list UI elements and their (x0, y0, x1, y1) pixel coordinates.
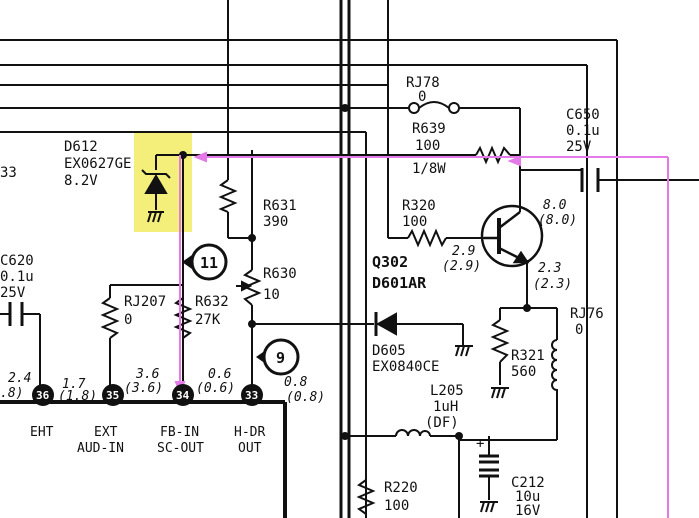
ic-label-aud-in: AUD-IN (77, 441, 124, 456)
rj76-value: 0 (575, 322, 583, 338)
ic-label-eht: EHT (30, 425, 54, 440)
rj207-symbol (100, 297, 120, 339)
pin33-right-voltage: 0.8 (284, 375, 308, 390)
ic-label-h-dr: H-DR (234, 425, 265, 440)
c212-voltage: 16V (515, 503, 541, 518)
r320-ref: R320 (402, 198, 436, 214)
l205-note: (DF) (425, 415, 459, 431)
c620-ref: C620 (0, 253, 34, 269)
r639-symbol (475, 145, 511, 165)
c212-symbol (479, 454, 499, 478)
pin33-voltage: 0.6 (208, 367, 232, 382)
r320-symbol (407, 228, 447, 248)
r220-ref: R220 (384, 480, 418, 496)
l205-ref: L205 (430, 383, 464, 399)
pin-36: 36 (36, 389, 50, 402)
r630-ref: R630 (263, 266, 297, 282)
r632-ref: R632 (195, 294, 229, 310)
pin35-voltage: 1.7 (62, 377, 86, 392)
svg-text:9: 9 (276, 349, 285, 367)
c650-symbol (580, 168, 600, 192)
c212-value: 10u (515, 489, 540, 505)
c212-plus: + (476, 436, 484, 452)
r639-rating: 1/8W (412, 161, 446, 177)
pin33-voltage-alt: (0.6) (196, 381, 235, 396)
c650-ref: C650 (566, 107, 600, 123)
q-base-voltage-alt: (2.9) (442, 259, 481, 274)
c650-voltage: 25V (566, 139, 592, 155)
d605-ref: D605 (372, 343, 406, 359)
c620-symbol (8, 302, 24, 326)
d605-part: EX0840CE (372, 359, 439, 375)
c212-ref: C212 (511, 475, 545, 491)
q-emitter-voltage-alt: (2.3) (533, 277, 572, 292)
q302-ref: Q302 (372, 253, 408, 271)
rj76-ref: RJ76 (570, 306, 604, 322)
partial-label-left: 33 (0, 165, 17, 181)
marker-11: 11 (182, 243, 228, 281)
junction-dots (179, 104, 531, 440)
l205-symbol (395, 429, 431, 437)
pin-33: 33 (245, 389, 258, 402)
r220-symbol (356, 479, 376, 515)
ic-label-sc-out: SC-OUT (157, 441, 204, 456)
pin35-voltage-alt: (1.8) (58, 389, 97, 404)
pin34-voltage: 3.6 (135, 367, 160, 382)
q302-symbol (480, 204, 544, 268)
q-collector-voltage-alt: (8.0) (538, 213, 577, 228)
r631-symbol (218, 179, 238, 213)
pin-35: 35 (106, 389, 119, 402)
r630-value: 10 (263, 287, 280, 303)
pin-34: 34 (176, 389, 190, 402)
c620-value: 0.1u (0, 269, 34, 285)
d612-value: 8.2V (64, 173, 98, 189)
r631-value: 390 (263, 214, 288, 230)
pin36-voltage-alt: .8) (0, 386, 23, 401)
q-emitter-voltage: 2.3 (538, 261, 561, 276)
q-base-voltage: 2.9 (452, 244, 475, 259)
ground-symbols (455, 345, 509, 513)
r639-value: 100 (415, 138, 440, 154)
l205-value: 1uH (433, 399, 458, 415)
ic-pins: 36 35 34 33 (32, 384, 263, 406)
r321-ref: R321 (511, 348, 545, 364)
d612-zener-symbol (141, 169, 171, 223)
r321-symbol (490, 319, 510, 363)
rj78-symbol (408, 101, 460, 114)
q302-part: D601AR (372, 274, 427, 292)
c620-voltage: 25V (0, 285, 26, 301)
pin34-voltage-alt: (3.6) (124, 381, 163, 396)
d612-part: EX0627GE (64, 156, 131, 172)
ic-label-out: OUT (238, 441, 262, 456)
d612-ref: D612 (64, 139, 98, 155)
pin33-right-voltage-alt: (0.8) (286, 390, 325, 405)
r321-value: 560 (511, 364, 536, 380)
rj78-value: 0 (418, 89, 426, 105)
r220-value: 100 (384, 498, 409, 514)
r632-symbol (173, 297, 193, 339)
r631-ref: R631 (263, 198, 297, 214)
c650-value: 0.1u (566, 123, 600, 139)
marker-9: 9 (256, 338, 300, 376)
svg-text:11: 11 (200, 254, 218, 272)
r632-value: 27K (195, 312, 221, 328)
r320-value: 100 (402, 214, 427, 230)
rj76-symbol (551, 339, 558, 395)
pin36-voltage: 2.4 (8, 371, 31, 386)
ic-label-ext: EXT (94, 425, 118, 440)
r630-symbol (236, 269, 262, 306)
r639-ref: R639 (412, 121, 446, 137)
rj207-value: 0 (124, 312, 132, 328)
ic-label-fb-in: FB-IN (160, 425, 199, 440)
rj78-ref: RJ78 (406, 75, 440, 91)
d605-symbol (374, 312, 397, 336)
rj207-ref: RJ207 (124, 294, 166, 310)
q-collector-voltage: 8.0 (543, 198, 567, 213)
